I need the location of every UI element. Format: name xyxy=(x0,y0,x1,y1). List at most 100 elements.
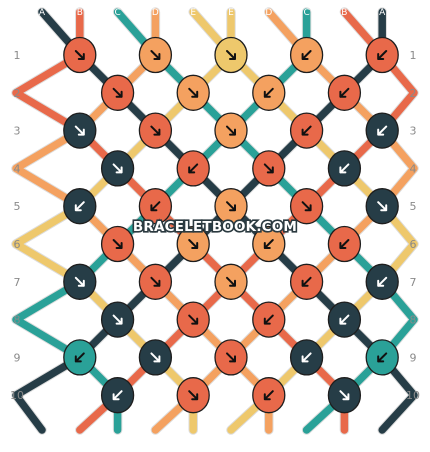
row-number-left: 6 xyxy=(14,238,21,251)
arrow-sw-icon xyxy=(339,239,350,249)
arrow-se-icon xyxy=(112,314,123,325)
knot xyxy=(214,36,248,74)
arrow-se-icon xyxy=(74,125,85,136)
knot xyxy=(327,225,362,263)
arrow-se-icon xyxy=(339,390,350,401)
knot xyxy=(214,112,248,149)
knot xyxy=(176,150,210,187)
knot xyxy=(63,339,97,376)
arrow-se-icon xyxy=(74,276,85,287)
knot xyxy=(327,377,362,414)
row-number-left: 7 xyxy=(14,276,21,289)
arrow-sw-icon xyxy=(74,201,85,212)
knot xyxy=(252,225,286,263)
row-number-left: 9 xyxy=(14,351,21,364)
knot xyxy=(289,112,324,149)
arrow-se-icon xyxy=(226,201,236,212)
knot xyxy=(176,301,210,338)
knot-layer xyxy=(63,36,399,414)
arrow-sw-icon xyxy=(263,390,274,401)
arrow-sw-icon xyxy=(377,125,388,136)
knot xyxy=(176,74,210,111)
knot xyxy=(214,188,248,225)
watermark-text: BRACELETBOOK.COM xyxy=(133,219,297,235)
knot xyxy=(327,301,362,338)
arrow-se-icon xyxy=(226,50,236,60)
top-strand-label: D xyxy=(265,8,272,18)
arrow-sw-icon xyxy=(263,239,274,249)
arrow-sw-icon xyxy=(74,352,85,363)
knot xyxy=(365,112,399,149)
row-number-right: 2 xyxy=(410,87,417,100)
knot xyxy=(100,74,135,111)
bottom-strand-label: C xyxy=(379,436,385,446)
row-number-right: 1 xyxy=(410,49,417,62)
bottom-strand-label: E xyxy=(115,436,121,446)
arrow-se-icon xyxy=(188,239,199,249)
arrow-sw-icon xyxy=(263,314,274,325)
arrow-se-icon xyxy=(188,87,199,98)
knot xyxy=(289,188,324,225)
arrow-sw-icon xyxy=(188,163,199,174)
knot xyxy=(214,339,248,376)
row-number-right: 7 xyxy=(410,276,417,289)
knot xyxy=(138,36,173,74)
knot xyxy=(176,377,210,414)
knot xyxy=(176,225,210,263)
knot xyxy=(63,112,97,149)
arrow-sw-icon xyxy=(112,390,123,401)
row-number-right: 5 xyxy=(410,200,417,213)
bottom-strand-label: A xyxy=(341,436,348,446)
bottom-strand-label: D xyxy=(228,436,235,446)
row-number-right: 8 xyxy=(410,314,417,327)
arrow-se-icon xyxy=(112,239,123,249)
knot xyxy=(252,377,286,414)
row-number-right: 4 xyxy=(410,162,417,175)
knot xyxy=(365,36,399,74)
arrow-sw-icon xyxy=(301,50,312,60)
top-strand-label: B xyxy=(77,8,83,18)
arrow-sw-icon xyxy=(263,87,274,98)
knot xyxy=(327,150,362,187)
arrow-se-icon xyxy=(150,125,161,136)
knot xyxy=(252,74,286,111)
row-number-right: 10 xyxy=(406,389,420,402)
knot xyxy=(214,263,248,300)
top-strand-label: D xyxy=(152,8,159,18)
bottom-strand-label: C xyxy=(39,436,45,446)
row-number-right: 6 xyxy=(410,238,417,251)
knot xyxy=(138,339,173,376)
arrow-se-icon xyxy=(301,201,312,212)
knot xyxy=(327,74,362,111)
arrow-se-icon xyxy=(226,276,236,287)
arrow-se-icon xyxy=(226,125,236,136)
arrow-se-icon xyxy=(226,352,236,363)
top-strand-label: B xyxy=(341,8,347,18)
arrow-sw-icon xyxy=(301,125,312,136)
arrow-sw-icon xyxy=(301,276,312,287)
row-number-left: 1 xyxy=(14,49,21,62)
arrow-sw-icon xyxy=(339,314,350,325)
top-strand-label: A xyxy=(379,8,386,18)
knot xyxy=(365,339,399,376)
row-number-right: 9 xyxy=(410,351,417,364)
knot xyxy=(289,263,324,300)
knot xyxy=(63,263,97,300)
arrow-sw-icon xyxy=(339,163,350,174)
bottom-strand-label: E xyxy=(304,436,310,446)
knot xyxy=(63,188,97,225)
knot xyxy=(365,263,399,300)
row-number-left: 2 xyxy=(14,87,21,100)
row-number-left: 3 xyxy=(14,125,21,138)
row-number-left: 4 xyxy=(14,162,21,175)
top-strand-label: C xyxy=(303,8,309,18)
knot xyxy=(100,150,135,187)
arrow-se-icon xyxy=(150,352,161,363)
knot xyxy=(289,36,324,74)
arrow-se-icon xyxy=(74,50,85,60)
knot xyxy=(100,301,135,338)
bottom-strand-label: B xyxy=(266,436,272,446)
arrow-sw-icon xyxy=(377,276,388,287)
